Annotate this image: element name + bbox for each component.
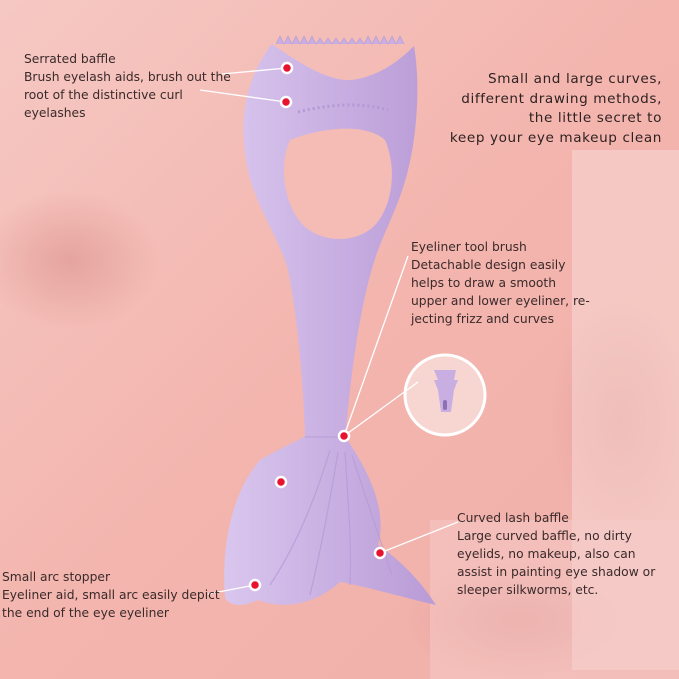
callout-line: eyelashes [24, 106, 86, 120]
leader-lines [199, 67, 459, 595]
marker-small-arc [248, 578, 262, 592]
callout-line: the end of the eye eyeliner [2, 606, 169, 620]
callout-title: Serrated baffle [24, 52, 116, 66]
callout-line: sleeper silkworms, etc. [457, 583, 599, 597]
brush-tip-icon [434, 370, 458, 412]
marker-serrated [280, 61, 294, 75]
callout-eyeliner-brush: Eyeliner tool brush Detachable design ea… [411, 238, 590, 328]
brush-tip-slot [443, 400, 447, 410]
tail-fin-ribs [269, 449, 393, 596]
callout-line: upper and lower eyeliner, re- [411, 294, 590, 308]
callout-line: eyelids, no makeup, also can [457, 547, 636, 561]
callout-title: Eyeliner tool brush [411, 240, 527, 254]
headline-line: different drawing methods, [461, 90, 662, 107]
headline: Small and large curves, different drawin… [440, 70, 662, 148]
marker-dots [248, 61, 387, 592]
callout-serrated-baffle: Serrated baffle Brush eyelash aids, brus… [24, 50, 231, 122]
headline-line: Small and large curves, [487, 71, 662, 87]
callout-line: Brush eyelash aids, brush out the [24, 70, 231, 84]
background-block [572, 150, 679, 670]
callout-curved-lash-baffle: Curved lash baffle Large curved baffle, … [457, 509, 655, 599]
callout-line: root of the distinctive curl [24, 88, 183, 102]
marker-curved [373, 546, 387, 560]
marker-eyeliner [337, 429, 351, 443]
callout-line: Large curved baffle, no dirty [457, 529, 632, 543]
lash-tool-opening [283, 128, 392, 240]
callout-small-arc-stopper: Small arc stopper Eyeliner aid, small ar… [2, 568, 220, 622]
background-block [430, 520, 679, 679]
callout-line: assist in painting eye shadow or [457, 565, 656, 579]
headline-line: keep your eye makeup clean [449, 129, 662, 146]
callout-title: Small arc stopper [2, 570, 111, 584]
callout-title: Curved lash baffle [457, 511, 569, 525]
callout-line: jecting frizz and curves [411, 312, 555, 326]
callout-line: Eyeliner aid, small arc easily depict [2, 588, 220, 602]
marker-fin [274, 475, 288, 489]
headline-line: the little secret to [528, 110, 662, 126]
background-shadow [0, 190, 160, 330]
marker-serrated-lower [279, 95, 293, 109]
callout-line: Detachable design easily [411, 258, 566, 272]
serrated-teeth [275, 35, 405, 45]
callout-line: helps to draw a smooth [411, 276, 557, 290]
